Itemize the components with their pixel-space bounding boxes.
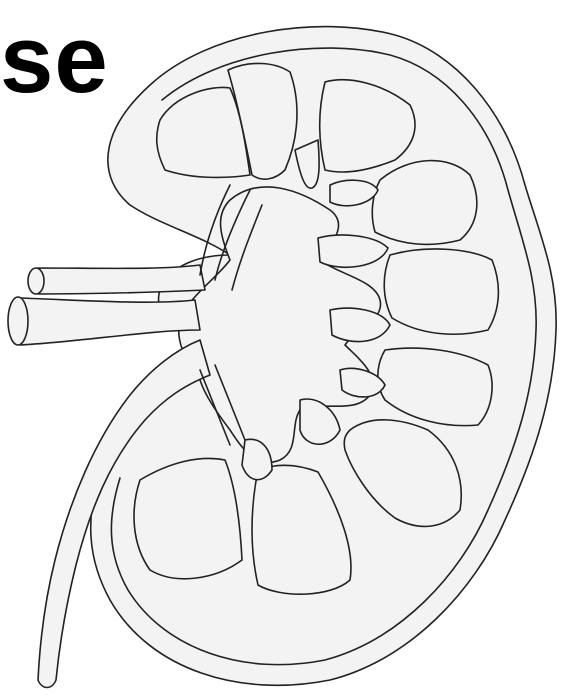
renal-artery-opening bbox=[28, 268, 44, 294]
renal-pyramid bbox=[372, 161, 477, 245]
renal-artery bbox=[30, 265, 205, 294]
renal-vein bbox=[11, 298, 200, 345]
renal-pyramid bbox=[384, 249, 498, 334]
slide-title-fragment: se bbox=[0, 12, 109, 108]
renal-pyramid bbox=[134, 458, 242, 578]
renal-vein-opening bbox=[8, 297, 28, 345]
